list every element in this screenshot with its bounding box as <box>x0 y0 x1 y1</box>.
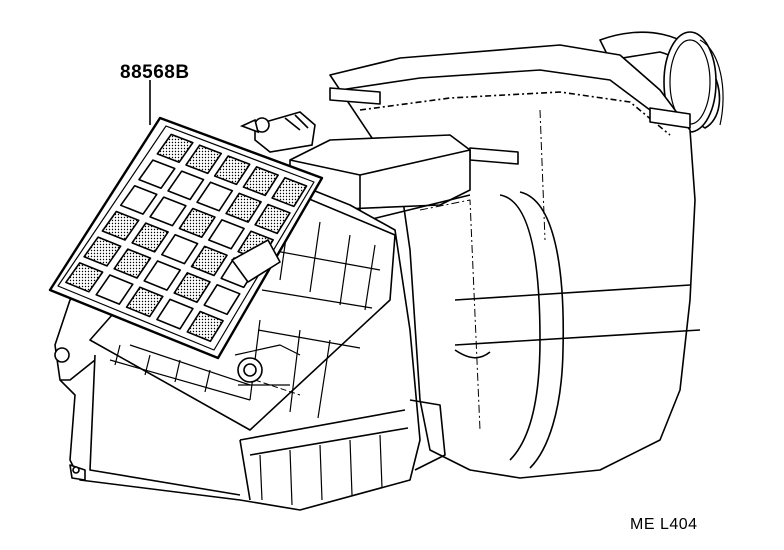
filter-cell <box>185 144 223 175</box>
filter-cell <box>143 260 182 291</box>
filter-cell <box>125 286 164 318</box>
filter-cell <box>131 222 169 253</box>
filter-cell <box>242 166 279 197</box>
connector <box>239 111 316 153</box>
filter-cell <box>65 262 104 293</box>
filter-cell <box>167 170 205 201</box>
air-filter <box>48 116 324 360</box>
filter-cell <box>213 155 251 186</box>
filter-cell <box>138 159 176 189</box>
filter-cell <box>113 248 152 279</box>
filter-cell <box>149 196 187 227</box>
filter-cell <box>225 192 262 223</box>
filter-cell <box>271 176 308 208</box>
filter-cell <box>186 310 224 343</box>
filter-cell <box>173 272 211 304</box>
filter-cell <box>203 283 241 316</box>
filter-cell <box>178 207 216 239</box>
filter-cell <box>196 181 234 212</box>
filter-cell <box>190 245 228 277</box>
filter-cell <box>208 219 245 250</box>
figure-code: ME L404 <box>630 516 698 533</box>
filter-cell <box>83 236 122 267</box>
filter-cell <box>119 184 158 215</box>
filter-cell <box>254 203 291 235</box>
filter-cell <box>156 298 194 330</box>
filter-cell <box>101 210 140 241</box>
filter-cell <box>156 133 194 164</box>
part-number-label: 88568B <box>120 62 190 83</box>
filter-cell <box>95 274 134 305</box>
filter-cell <box>161 233 199 265</box>
